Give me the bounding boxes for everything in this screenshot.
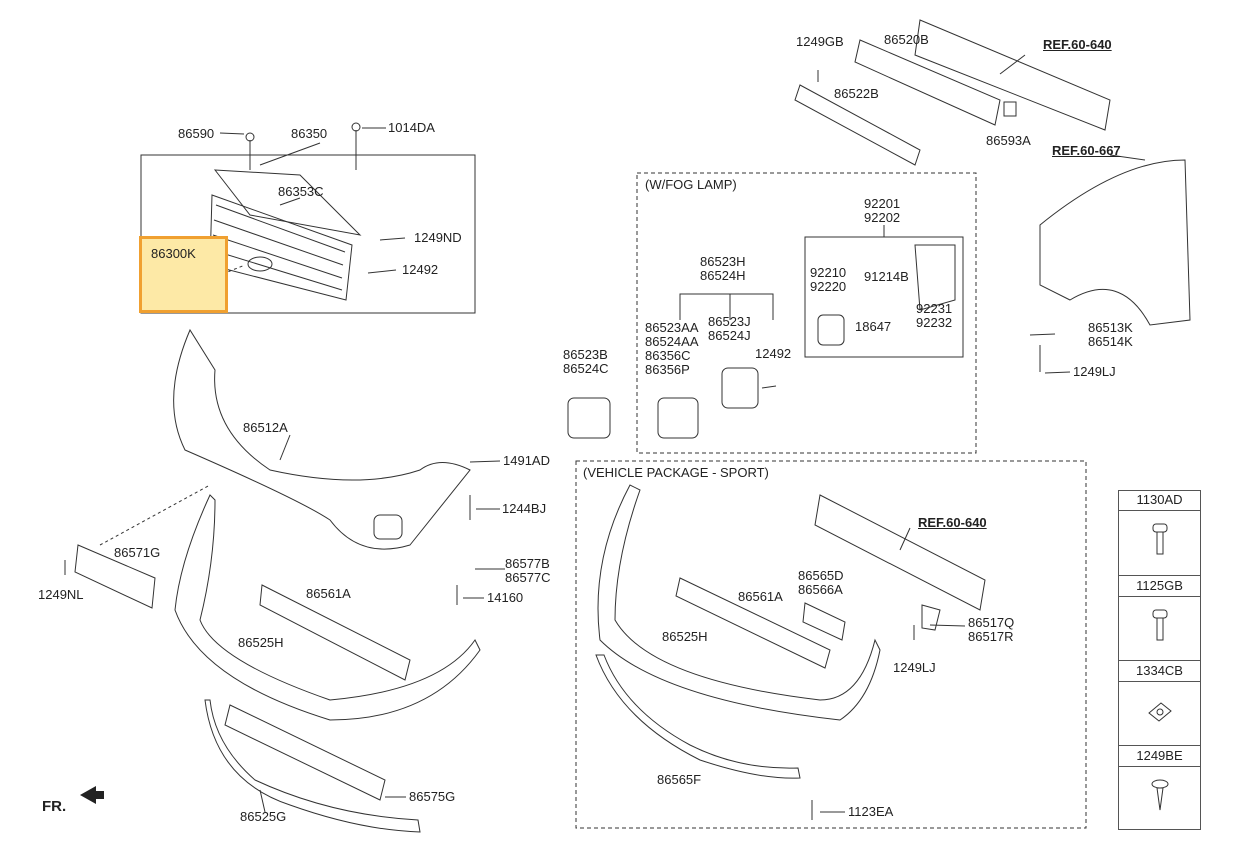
part-label[interactable]: 86593A	[986, 133, 1031, 148]
part-label[interactable]: 1249ND	[414, 230, 462, 245]
fog-lamp-bracket	[914, 244, 956, 311]
legend-cell: 1334CB	[1119, 660, 1200, 746]
under-cover	[224, 704, 386, 801]
reference-label[interactable]: REF.60-640	[1043, 37, 1112, 52]
part-label[interactable]: 12492	[402, 262, 439, 277]
front-indicator: FR.	[42, 798, 67, 815]
beam-upper	[914, 19, 1111, 131]
part-label[interactable]: 1249GB	[796, 34, 844, 49]
part-label[interactable]: 86522B	[834, 86, 879, 101]
highlighted-part-label[interactable]: 86300K	[150, 246, 197, 261]
part-label[interactable]: 1249LJ	[893, 660, 936, 675]
part-label[interactable]: 1244BJ	[502, 501, 547, 516]
license-bracket	[74, 544, 156, 609]
part-label[interactable]: 92231 92232	[916, 301, 953, 330]
part-label[interactable]: 86523AA 86524AA 86356C 86356P	[645, 320, 699, 377]
legend-cell: 1130AD	[1119, 490, 1200, 575]
bolts	[64, 70, 1041, 820]
part-label[interactable]: 86517Q 86517R	[968, 615, 1015, 644]
part-label[interactable]: 86523J 86524J	[708, 314, 751, 343]
sport-bumper	[597, 484, 881, 721]
fog-bezel-right	[721, 367, 759, 409]
sport-beam	[814, 494, 986, 611]
part-label[interactable]: 92210 92220	[810, 265, 847, 294]
legend-title[interactable]: 1130AD	[1119, 490, 1200, 511]
part-label[interactable]: 86525H	[662, 629, 708, 644]
sport-lip	[595, 654, 801, 779]
part-label[interactable]: 12492	[755, 346, 792, 361]
part-label[interactable]: 86590	[178, 126, 215, 141]
screw-icon	[1151, 779, 1169, 811]
legend-title[interactable]: 1334CB	[1119, 661, 1200, 682]
part-label[interactable]: 86561A	[738, 589, 783, 604]
part-label[interactable]: 1249LJ	[1073, 364, 1116, 379]
legend-title[interactable]: 1249BE	[1119, 746, 1200, 767]
lower-bumper	[174, 494, 481, 721]
fog-lamp-group-title: (W/FOG LAMP)	[645, 177, 737, 192]
absorber-lower-strip	[794, 84, 921, 166]
part-label[interactable]: 86525G	[240, 809, 287, 824]
legend-cell: 1249BE	[1119, 745, 1200, 831]
grille-cover	[213, 169, 362, 236]
front-arrow-icon	[80, 786, 104, 804]
fog-lamp-group-box	[636, 172, 977, 454]
sport-garnish	[802, 602, 846, 641]
fog-lamp	[817, 314, 845, 346]
part-label[interactable]: 86571G	[114, 545, 161, 560]
part-label[interactable]: 86513K 86514K	[1088, 320, 1133, 349]
front-bumper-cover	[173, 328, 471, 550]
grille-emblem-shape	[247, 256, 273, 272]
part-label[interactable]: 1123EA	[848, 804, 894, 819]
fog-lamp-subbox	[804, 236, 964, 358]
part-label[interactable]: 86523B 86524C	[563, 347, 609, 376]
part-label[interactable]: 92201 92202	[864, 196, 901, 225]
fender	[1039, 159, 1191, 326]
bolt-icon	[1152, 609, 1168, 641]
fog-bezel-left	[567, 397, 611, 439]
part-label[interactable]: 14160	[487, 590, 524, 605]
legend-title[interactable]: 1125GB	[1119, 576, 1200, 597]
part-label[interactable]: 1491AD	[503, 453, 550, 468]
bolt-icon	[1152, 523, 1168, 555]
part-label[interactable]: 1014DA	[388, 120, 435, 135]
reference-label[interactable]: REF.60-667	[1052, 143, 1121, 158]
part-label[interactable]: 86350	[291, 126, 328, 141]
part-label[interactable]: 86565D 86566A	[798, 568, 844, 597]
sport-lower-grille	[675, 577, 831, 669]
sport-group-title: (VEHICLE PACKAGE - SPORT)	[583, 465, 769, 480]
part-label[interactable]: 86520B	[884, 32, 929, 47]
part-label[interactable]: 91214B	[864, 269, 909, 284]
leader-lines	[219, 54, 1146, 813]
part-label[interactable]: 18647	[855, 319, 892, 334]
part-label[interactable]: 86561A	[306, 586, 351, 601]
reference-label[interactable]: REF.60-640	[918, 515, 987, 530]
bumper-lip	[204, 699, 421, 833]
legend-cell: 1125GB	[1119, 575, 1200, 661]
part-label[interactable]: 86575G	[409, 789, 456, 804]
part-label[interactable]: 86577B 86577C	[505, 556, 551, 585]
clip-nut-icon	[1148, 702, 1172, 722]
part-label[interactable]: 86512A	[243, 420, 288, 435]
absorber-upper	[854, 39, 1001, 126]
part-label[interactable]: 86565F	[657, 772, 702, 787]
fog-bezel-mid	[657, 397, 699, 439]
fastener-legend: 1130AD 1125GB 1334CB 1249BE	[1118, 490, 1201, 830]
sport-bracket	[921, 604, 941, 631]
lower-grille	[259, 584, 411, 681]
part-label[interactable]: 86525H	[238, 635, 284, 650]
sport-group-box	[575, 460, 1087, 829]
grille-group-box	[140, 154, 476, 314]
part-label[interactable]: 86353C	[278, 184, 324, 199]
part-label[interactable]: 1249NL	[38, 587, 84, 602]
part-label[interactable]: 86523H 86524H	[700, 254, 746, 283]
